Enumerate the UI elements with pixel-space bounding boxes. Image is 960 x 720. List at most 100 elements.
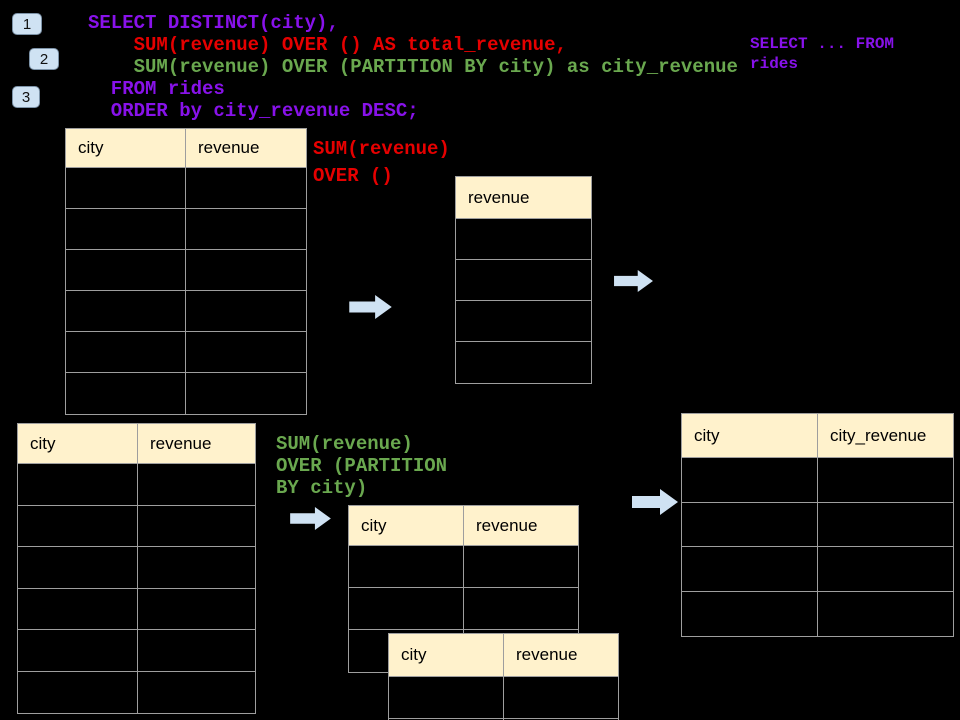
table-cell [186, 373, 306, 414]
column-header-city: city [682, 414, 818, 457]
column-header-city: city [66, 129, 186, 167]
table-row [18, 464, 255, 506]
table-cell [464, 588, 578, 629]
table-cell [66, 332, 186, 372]
sql-query-code: SELECT DISTINCT(city), SUM(revenue) OVER… [88, 12, 738, 122]
partition-window-label-line-1: SUM(revenue) [276, 433, 413, 455]
table-cell [18, 547, 138, 588]
sql-line-order-by: ORDER by city_revenue DESC; [88, 100, 419, 122]
table-cell [66, 168, 186, 208]
table-cell [138, 589, 255, 630]
table-cell [186, 250, 306, 290]
side-note-code: SELECT ... FROM rides [750, 34, 894, 74]
table-cell [349, 546, 464, 587]
table-cell [682, 591, 818, 636]
table-cell [389, 677, 504, 718]
table-row [66, 250, 306, 291]
table-rides-source-top: city revenue [65, 128, 307, 415]
table-cell [682, 547, 818, 591]
table-row [456, 219, 591, 260]
total-window-label-line-2: OVER () [313, 165, 393, 187]
table-row [456, 301, 591, 342]
table-cell [186, 291, 306, 331]
table-cell [186, 209, 306, 249]
table-cell [138, 630, 255, 671]
table-cell [18, 630, 138, 671]
table-row [682, 502, 953, 547]
table-row [389, 677, 618, 719]
column-header-revenue: revenue [464, 506, 578, 545]
table-row [18, 671, 255, 714]
step-badge-1: 1 [12, 13, 42, 35]
table-row [66, 291, 306, 332]
column-header-revenue: revenue [138, 424, 255, 463]
side-note-line-2: rides [750, 55, 799, 73]
table-cell [186, 168, 306, 208]
table-rides-source-bottom: city revenue [17, 423, 256, 714]
table-cell [818, 592, 953, 637]
column-header-revenue: revenue [456, 177, 591, 218]
table-row [66, 209, 306, 250]
table-cell [456, 219, 591, 259]
table-total-revenue-result: revenue [455, 176, 592, 384]
table-cell [18, 588, 138, 629]
table-row [66, 168, 306, 209]
table-partition-intermediate-2: city revenue [388, 633, 619, 720]
table-row [456, 342, 591, 383]
table-row [18, 630, 255, 672]
table-cell [138, 672, 255, 714]
table-cell [818, 458, 953, 502]
table-cell [138, 464, 255, 505]
flow-arrow-right-icon [632, 489, 678, 515]
table-row [682, 547, 953, 592]
table-row [66, 373, 306, 414]
table-cell [138, 506, 255, 547]
total-window-label: SUM(revenue) OVER () [313, 136, 450, 190]
column-header-revenue: revenue [504, 634, 618, 676]
table-cell [66, 291, 186, 331]
table-cell [18, 505, 138, 546]
table-row [682, 591, 953, 637]
table-cell [456, 260, 591, 300]
table-cell [138, 547, 255, 588]
table-cell [682, 458, 818, 502]
table-cell [464, 546, 578, 587]
sql-line-from: FROM rides [88, 78, 225, 100]
table-cell [18, 671, 138, 713]
sql-line-total-revenue: SUM(revenue) OVER () AS total_revenue, [88, 34, 567, 56]
sql-line-city-revenue: SUM(revenue) OVER (PARTITION BY city) as… [88, 56, 738, 78]
table-cell [456, 342, 591, 383]
table-cell [818, 547, 953, 591]
table-cell [66, 209, 186, 249]
column-header-city: city [349, 506, 464, 545]
table-cell [66, 373, 186, 414]
table-cell [682, 502, 818, 546]
step-badge-3: 3 [12, 86, 40, 108]
table-row [349, 588, 578, 630]
table-row [66, 332, 306, 373]
table-city-revenue-result: city city_revenue [681, 413, 954, 637]
table-cell [349, 588, 464, 629]
table-cell [818, 503, 953, 547]
column-header-city: city [18, 424, 138, 463]
partition-window-label-line-3: BY city) [276, 477, 368, 499]
table-cell [66, 250, 186, 290]
sql-line-select: SELECT DISTINCT(city), [88, 12, 339, 34]
partition-window-label-line-2: OVER (PARTITION [276, 455, 448, 477]
column-header-city: city [389, 634, 504, 676]
column-header-revenue: revenue [186, 129, 306, 167]
table-row [18, 505, 255, 547]
step-badge-2: 2 [29, 48, 59, 70]
flow-arrow-right-icon [349, 295, 392, 319]
flow-arrow-right-icon [290, 507, 331, 530]
table-row [349, 546, 578, 588]
table-cell [186, 332, 306, 372]
total-window-label-line-1: SUM(revenue) [313, 138, 450, 160]
flow-arrow-right-icon [614, 270, 653, 292]
table-row [18, 588, 255, 630]
side-note-line-1: SELECT ... FROM [750, 35, 895, 53]
table-row [456, 260, 591, 301]
table-row [682, 458, 953, 503]
